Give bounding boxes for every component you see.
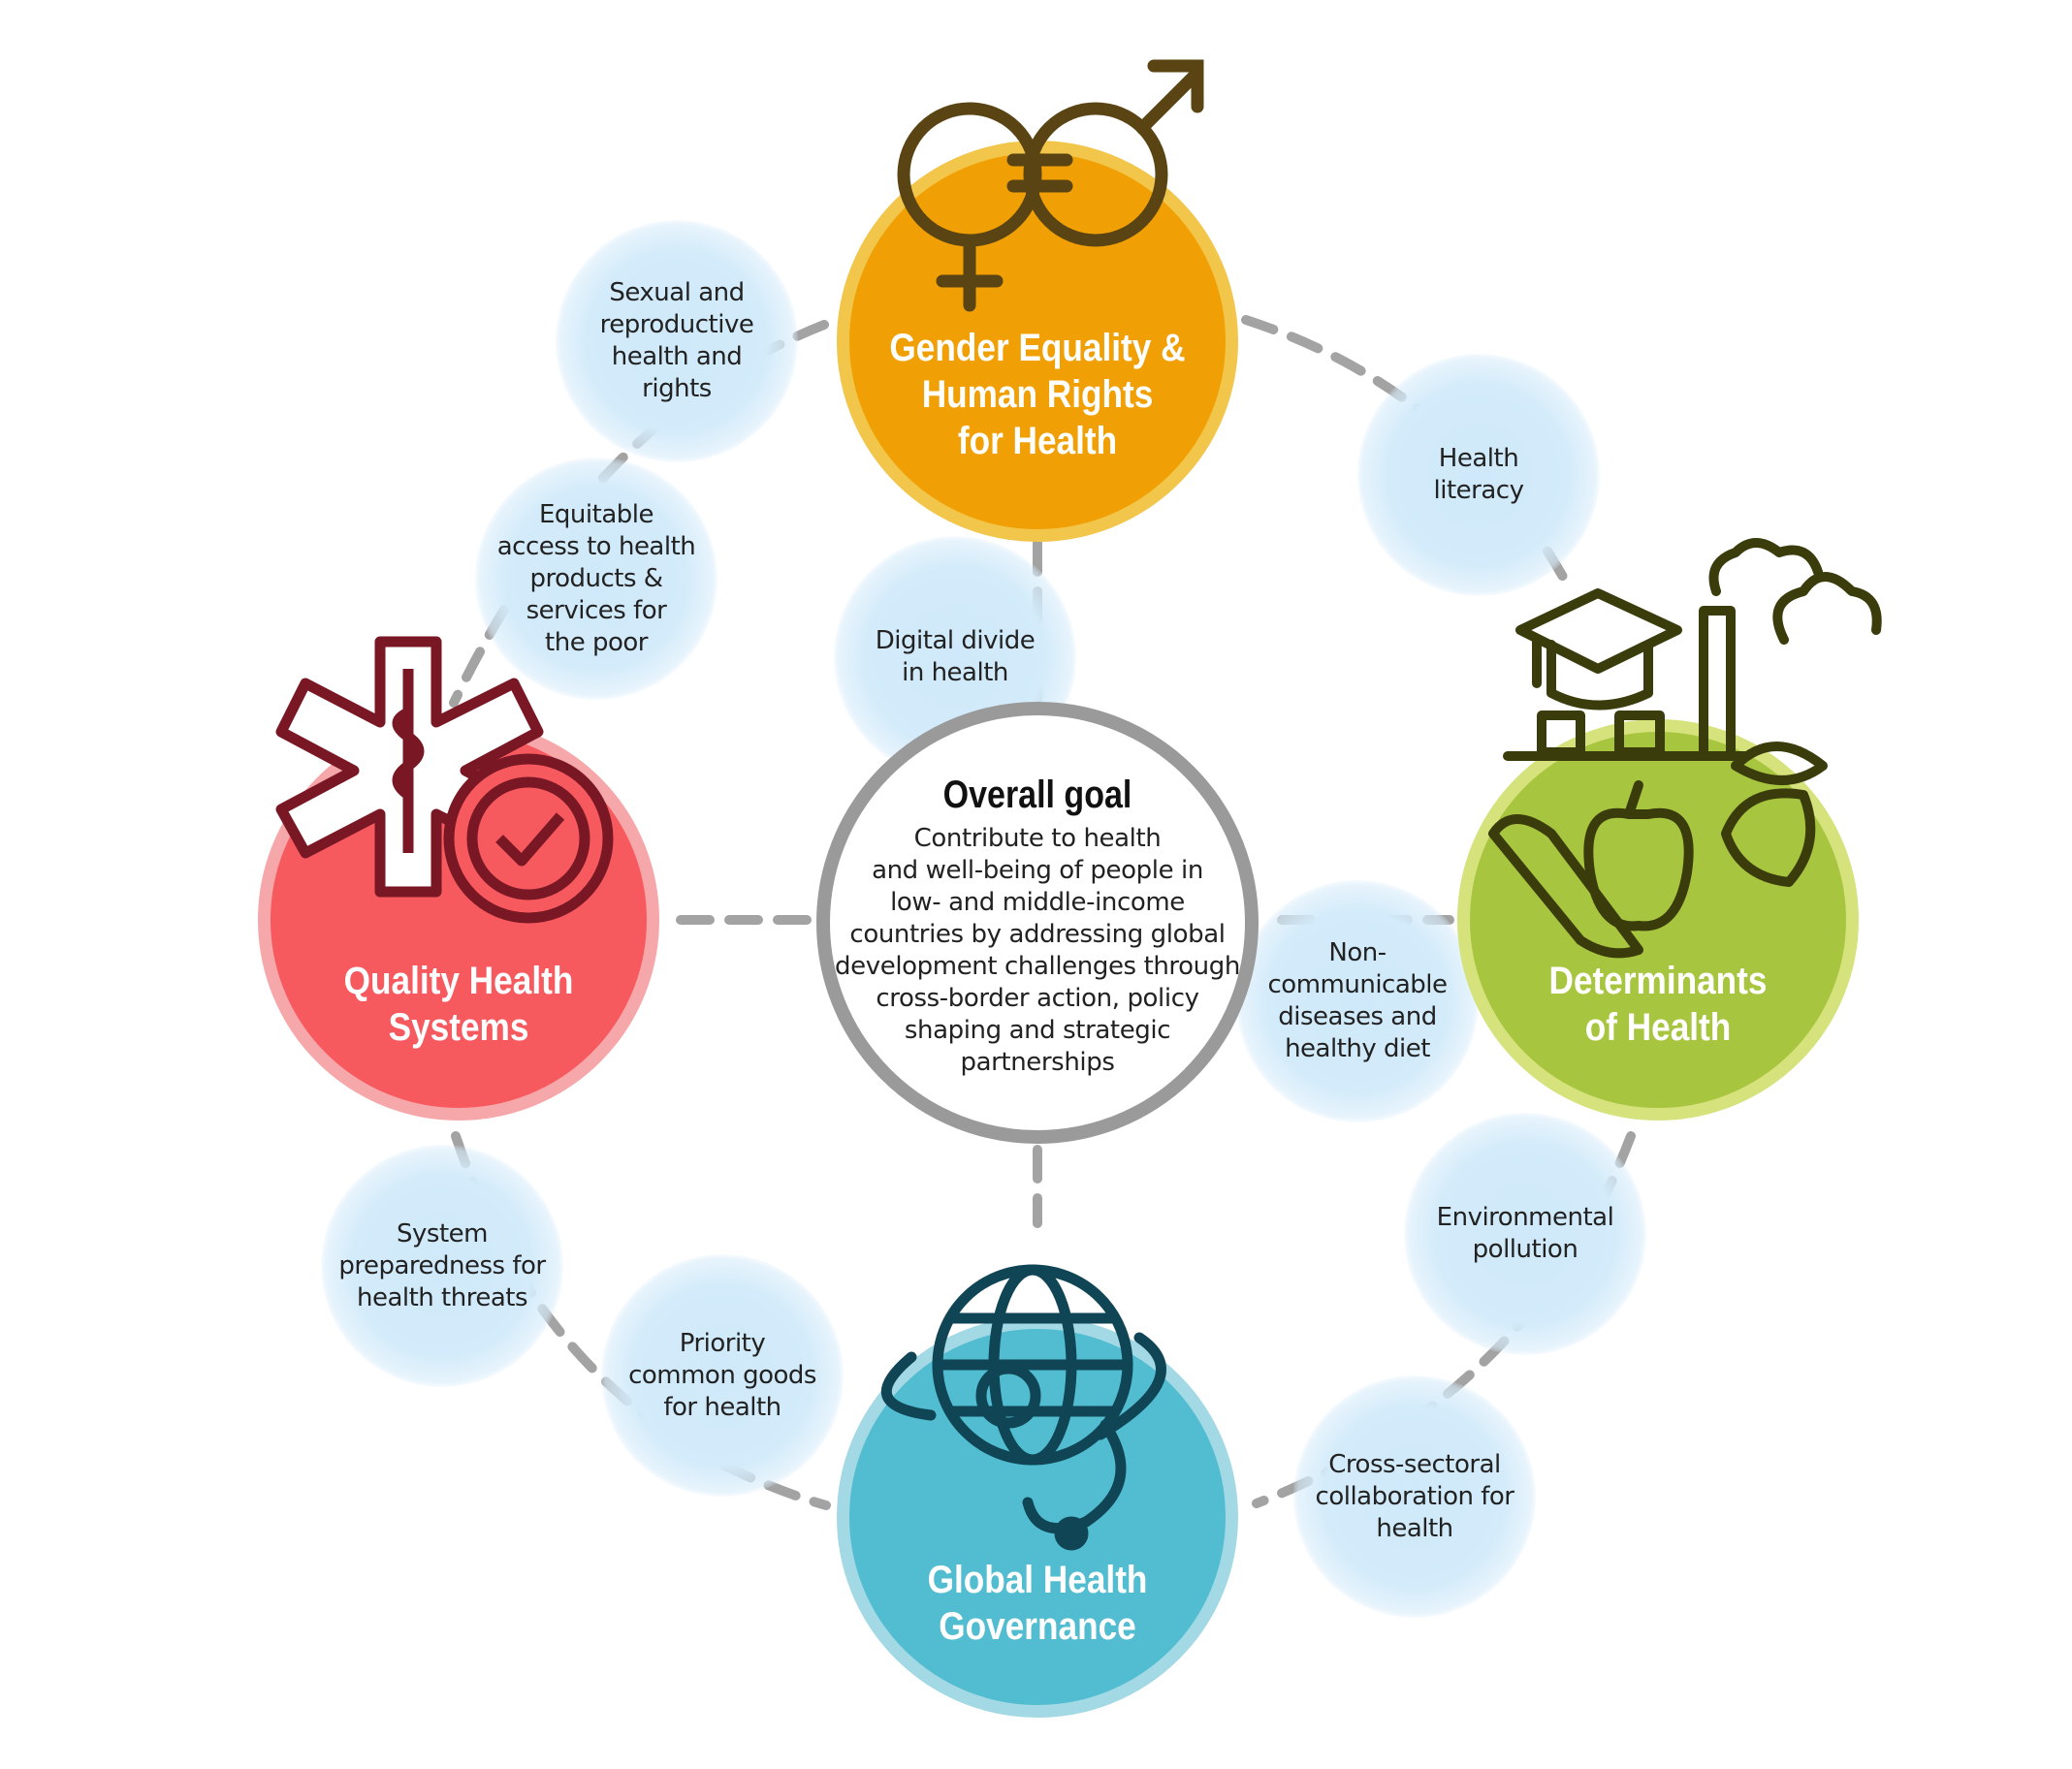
gender-equality-icon [897, 59, 1204, 312]
overall-goal-title: Overall goal [942, 774, 1132, 816]
education-industry-food-icon [1488, 538, 1882, 959]
star-of-life-badge-icon [275, 636, 614, 924]
globe-stethoscope-icon [880, 1264, 1166, 1551]
